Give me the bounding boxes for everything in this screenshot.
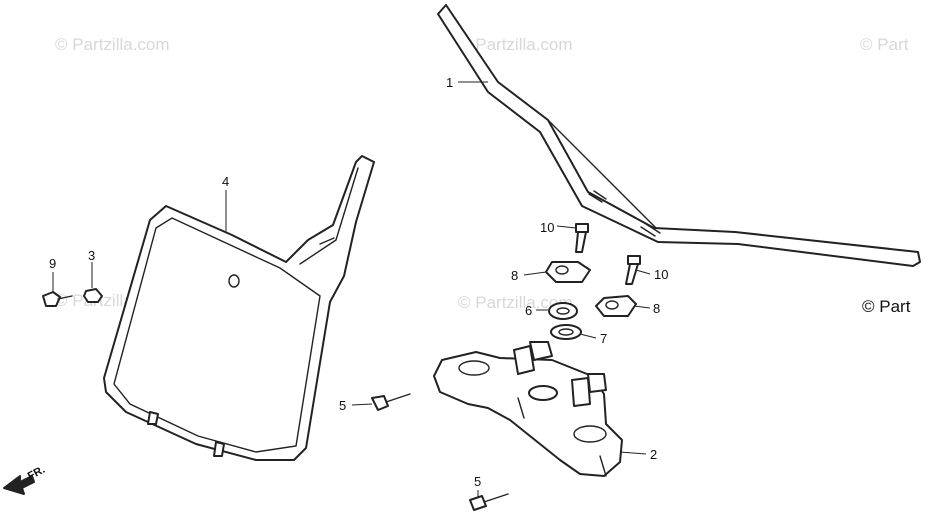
holder-right[interactable] <box>595 295 637 317</box>
callout-bolt-right: 10 <box>654 267 668 282</box>
watermark: © Partzilla.com <box>55 35 170 54</box>
collar[interactable] <box>83 288 103 303</box>
front-direction-indicator: FR. <box>3 464 47 495</box>
callout-bolt-lower: 5 <box>474 474 481 489</box>
bolt-upper[interactable] <box>371 393 411 411</box>
number-plate[interactable] <box>103 155 375 461</box>
bolt-left[interactable] <box>575 223 589 253</box>
rubber[interactable] <box>548 302 578 320</box>
holder-left[interactable] <box>545 261 591 283</box>
callout-handlebar: 1 <box>446 75 453 90</box>
callout-bolt-left: 10 <box>540 220 554 235</box>
screw[interactable] <box>42 291 73 307</box>
watermark: © Partzilla.com <box>458 293 573 312</box>
callout-top-bridge: 2 <box>650 447 657 462</box>
watermark: © Partzilla.com <box>458 35 573 54</box>
callout-holder-left: 8 <box>511 268 518 283</box>
bolt-lower[interactable] <box>469 493 509 511</box>
washer[interactable] <box>550 324 582 340</box>
watermark: © Part <box>860 35 909 54</box>
top-bridge[interactable] <box>433 341 623 477</box>
direction-label: FR. <box>26 464 47 483</box>
callout-bolt-upper: 5 <box>339 398 346 413</box>
callout-number-plate: 4 <box>222 174 229 189</box>
watermark: © Part <box>862 297 911 316</box>
callout-holder-right: 8 <box>653 301 660 316</box>
callout-washer: 7 <box>600 331 607 346</box>
callout-collar: 3 <box>88 248 95 263</box>
callout-rubber: 6 <box>525 303 532 318</box>
handlebar[interactable] <box>437 4 921 267</box>
bolt-right[interactable] <box>625 255 641 285</box>
callout-screw: 9 <box>49 256 56 271</box>
